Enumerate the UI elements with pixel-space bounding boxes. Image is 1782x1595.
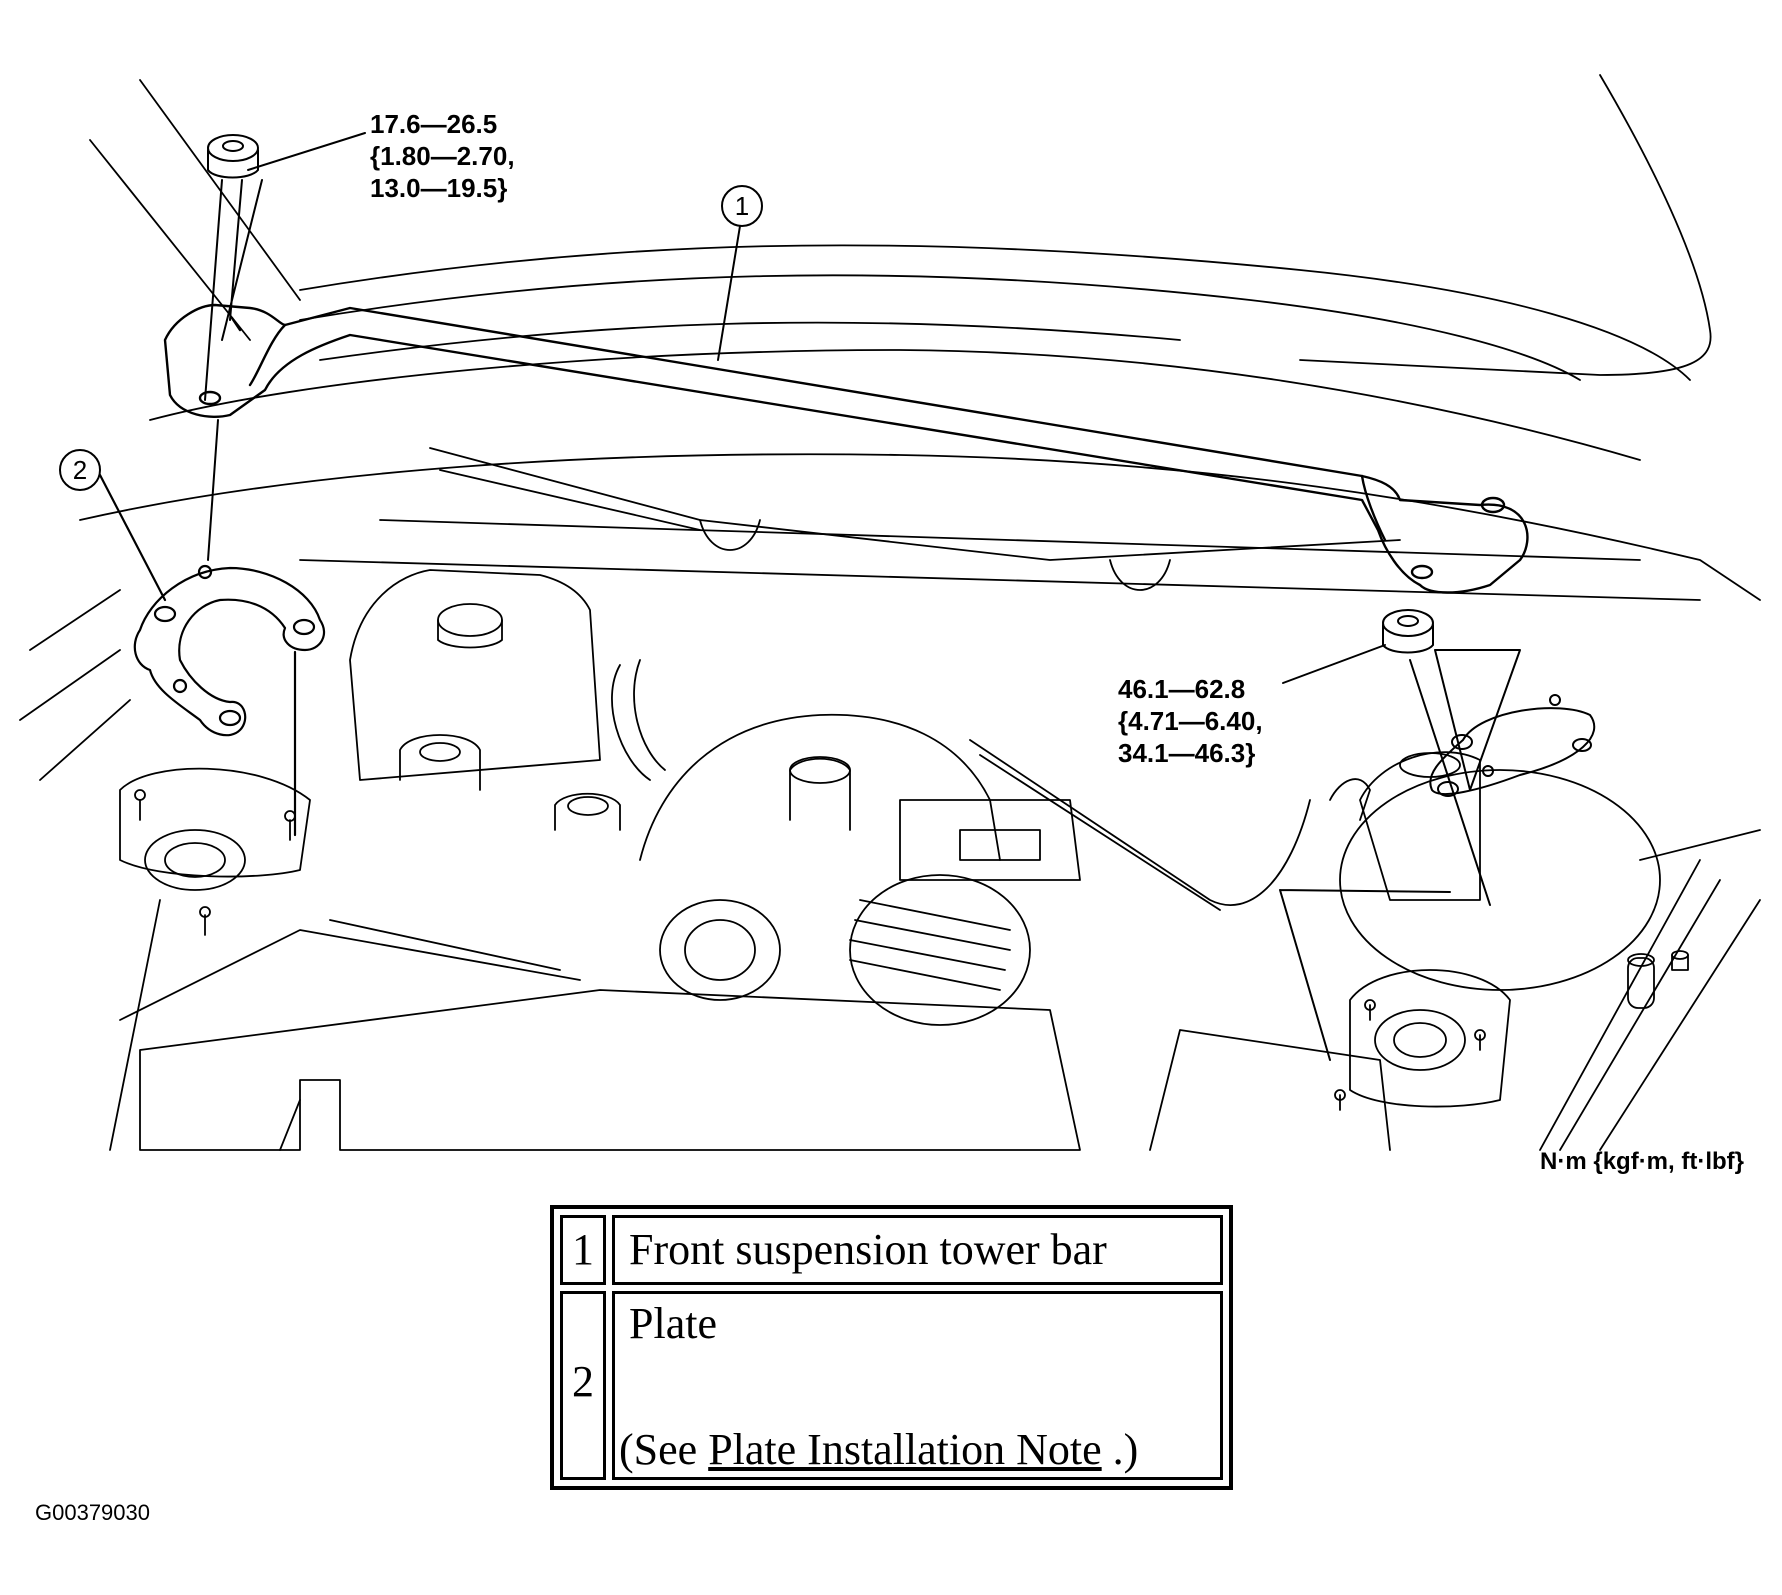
note-suffix: .) <box>1101 1425 1139 1474</box>
callout-1-number: 1 <box>735 191 749 221</box>
torque-nm: 46.1—62.8 <box>1118 674 1246 704</box>
left-nut <box>204 132 366 561</box>
torque-nm: 17.6—26.5 <box>370 109 498 139</box>
right-nut-torque-spec: 46.1—62.8 {4.71—6.40, 34.1—46.3} <box>1118 673 1263 769</box>
torque-kgfm: {4.71—6.40, <box>1118 706 1263 736</box>
plate-installation-note-link[interactable]: Plate Installation Note <box>708 1425 1102 1474</box>
torque-ftlbf: 13.0—19.5} <box>370 173 508 203</box>
part-name-cell: Front suspension tower bar <box>612 1215 1223 1285</box>
plate <box>98 473 326 837</box>
left-nut-torque-spec: 17.6—26.5 {1.80—2.70, 13.0—19.5} <box>370 108 515 204</box>
engine-components <box>19 569 1761 1151</box>
part-number: 2 <box>572 1357 594 1406</box>
part-name: Plate <box>629 1299 717 1348</box>
hood-outline <box>79 74 1761 601</box>
torque-ftlbf: 34.1—46.3} <box>1118 738 1256 768</box>
callout-2 <box>59 449 101 491</box>
figure-id: G00379030 <box>35 1500 150 1525</box>
part-number-cell: 2 <box>560 1291 606 1480</box>
installation-note: (See Plate Installation Note .) <box>619 1424 1138 1475</box>
parts-legend-table: 1 Front suspension tower bar 2 Plate (Se… <box>550 1205 1233 1490</box>
torque-unit-label: N·m {kgf·m, ft·lbf} <box>1540 1148 1744 1175</box>
tower-bar <box>163 303 1529 594</box>
part-name-cell: Plate (See Plate Installation Note .) <box>612 1291 1223 1480</box>
callout-2-number: 2 <box>73 455 87 485</box>
part-number-cell: 1 <box>560 1215 606 1285</box>
right-nut <box>1279 609 1596 1061</box>
note-prefix: (See <box>619 1425 709 1474</box>
callout-1 <box>717 185 763 361</box>
torque-kgfm: {1.80—2.70, <box>370 141 515 171</box>
wiper-cowl <box>299 447 1701 601</box>
